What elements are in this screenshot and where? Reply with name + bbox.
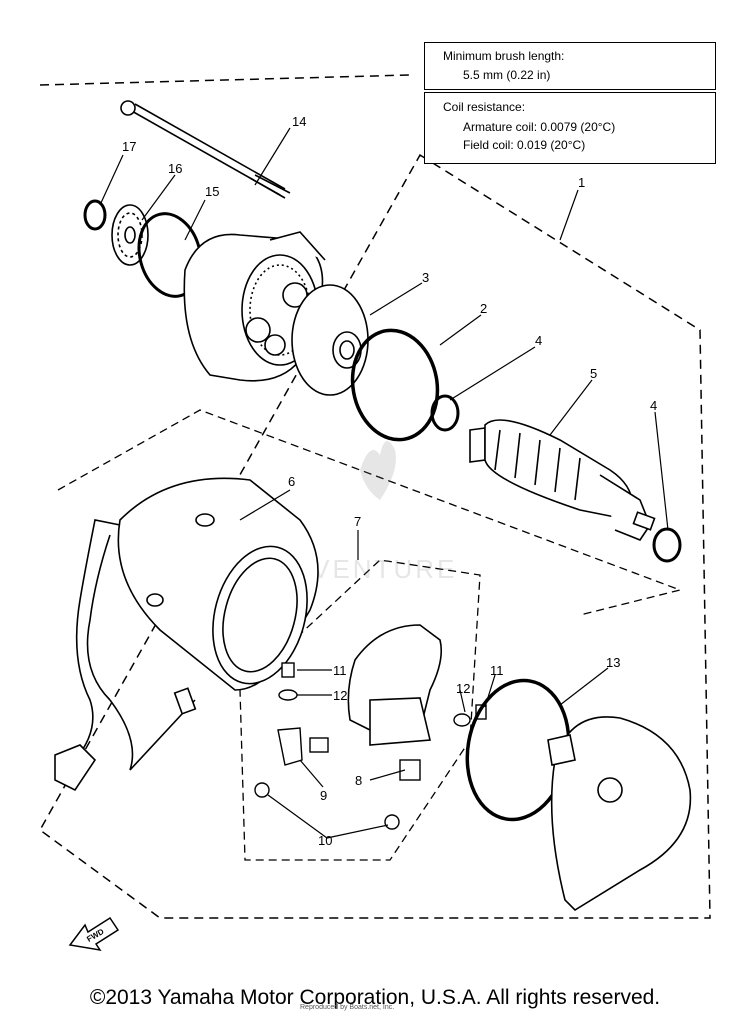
lead-wire [54,519,197,792]
callout-8: 8 [355,773,362,788]
callout-16: 16 [168,161,182,176]
callout-5: 5 [590,366,597,381]
callout-7: 7 [354,514,361,529]
field-coil-spec: Field coil: 0.019 (20°C) [463,138,586,152]
armature [469,419,656,541]
callout-11-right: 11 [490,663,504,678]
callout-15: 15 [205,184,219,199]
coil-spec-title: Coil resistance: [443,100,526,114]
callout-13: 13 [606,655,620,670]
callout-leaders [99,127,669,839]
callout-9: 9 [320,788,327,803]
through-bolt [120,100,291,199]
assembly-boundary [39,74,711,919]
callout-4-rear: 4 [650,398,657,413]
yoke-assembly [117,477,319,691]
callout-14: 14 [292,114,306,129]
callout-12-right: 12 [456,681,470,696]
gear-plate [291,284,369,396]
callout-4: 4 [535,333,542,348]
drive-gear [111,204,149,266]
callout-12: 12 [333,688,347,703]
callout-17: 17 [122,139,136,154]
callout-10: 10 [318,833,332,848]
yoke-group-boundary [57,409,683,616]
callout-1: 1 [578,175,585,190]
screws-washers [278,662,487,727]
brush-spec-value: 5.5 mm (0.22 in) [463,68,551,82]
rear-cover [465,678,692,912]
armature-coil-spec: Armature coil: 0.0079 (20°C) [463,120,616,134]
o-ring-rear [350,328,440,442]
brush-holder [347,624,443,746]
callout-6: 6 [288,474,295,489]
callout-11: 11 [333,663,347,678]
brush-spec-title: Minimum brush length: [443,49,565,63]
thrust-washer-front [430,394,460,432]
brushes-springs [254,727,421,830]
copyright-notice: ©2013 Yamaha Motor Corporation, U.S.A. A… [89,986,661,1009]
callout-3: 3 [422,270,429,285]
circlip [83,199,107,231]
coil-resistance-spec-box: Coil resistance: Armature coil: 0.0079 (… [424,92,716,164]
watermark-subtext: Reproduced by Boats.net, Inc. [300,1004,395,1011]
brush-length-spec-box: Minimum brush length: 5.5 mm (0.22 in) [424,42,716,90]
callout-2: 2 [480,301,487,316]
forward-arrow-icon: FWD [68,916,120,952]
thrust-washer-rear [652,527,682,563]
